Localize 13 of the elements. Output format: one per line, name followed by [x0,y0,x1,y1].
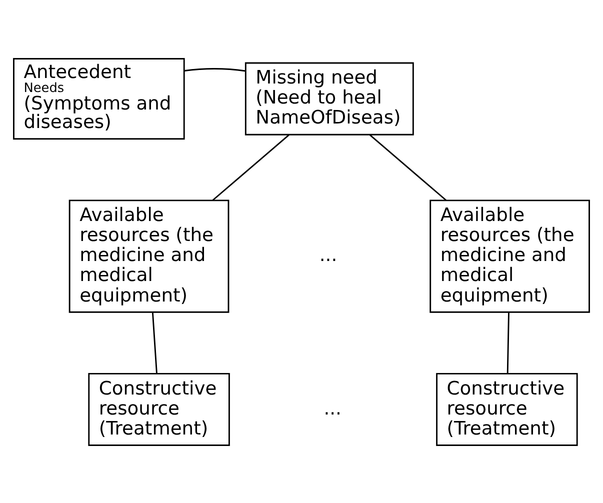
connector [184,68,246,72]
connector [506,312,510,373]
node-box: Available resources (the medicine and medical equipment) [68,199,230,312]
node-box: Antecedent Needs (Symptoms and diseases) [13,58,185,140]
node-box: Available resources (the medicine and medical equipment) [430,199,590,312]
connector [369,134,447,200]
node-box: Missing need (Need to heal NameOfDiseas) [244,62,414,135]
node-box: Constructive resource (Treatment) [88,372,230,446]
connector [152,312,158,373]
label: ... [319,244,338,266]
node-box: Constructive resource (Treatment) [436,372,578,446]
connector [212,134,290,200]
label: ... [324,398,342,419]
